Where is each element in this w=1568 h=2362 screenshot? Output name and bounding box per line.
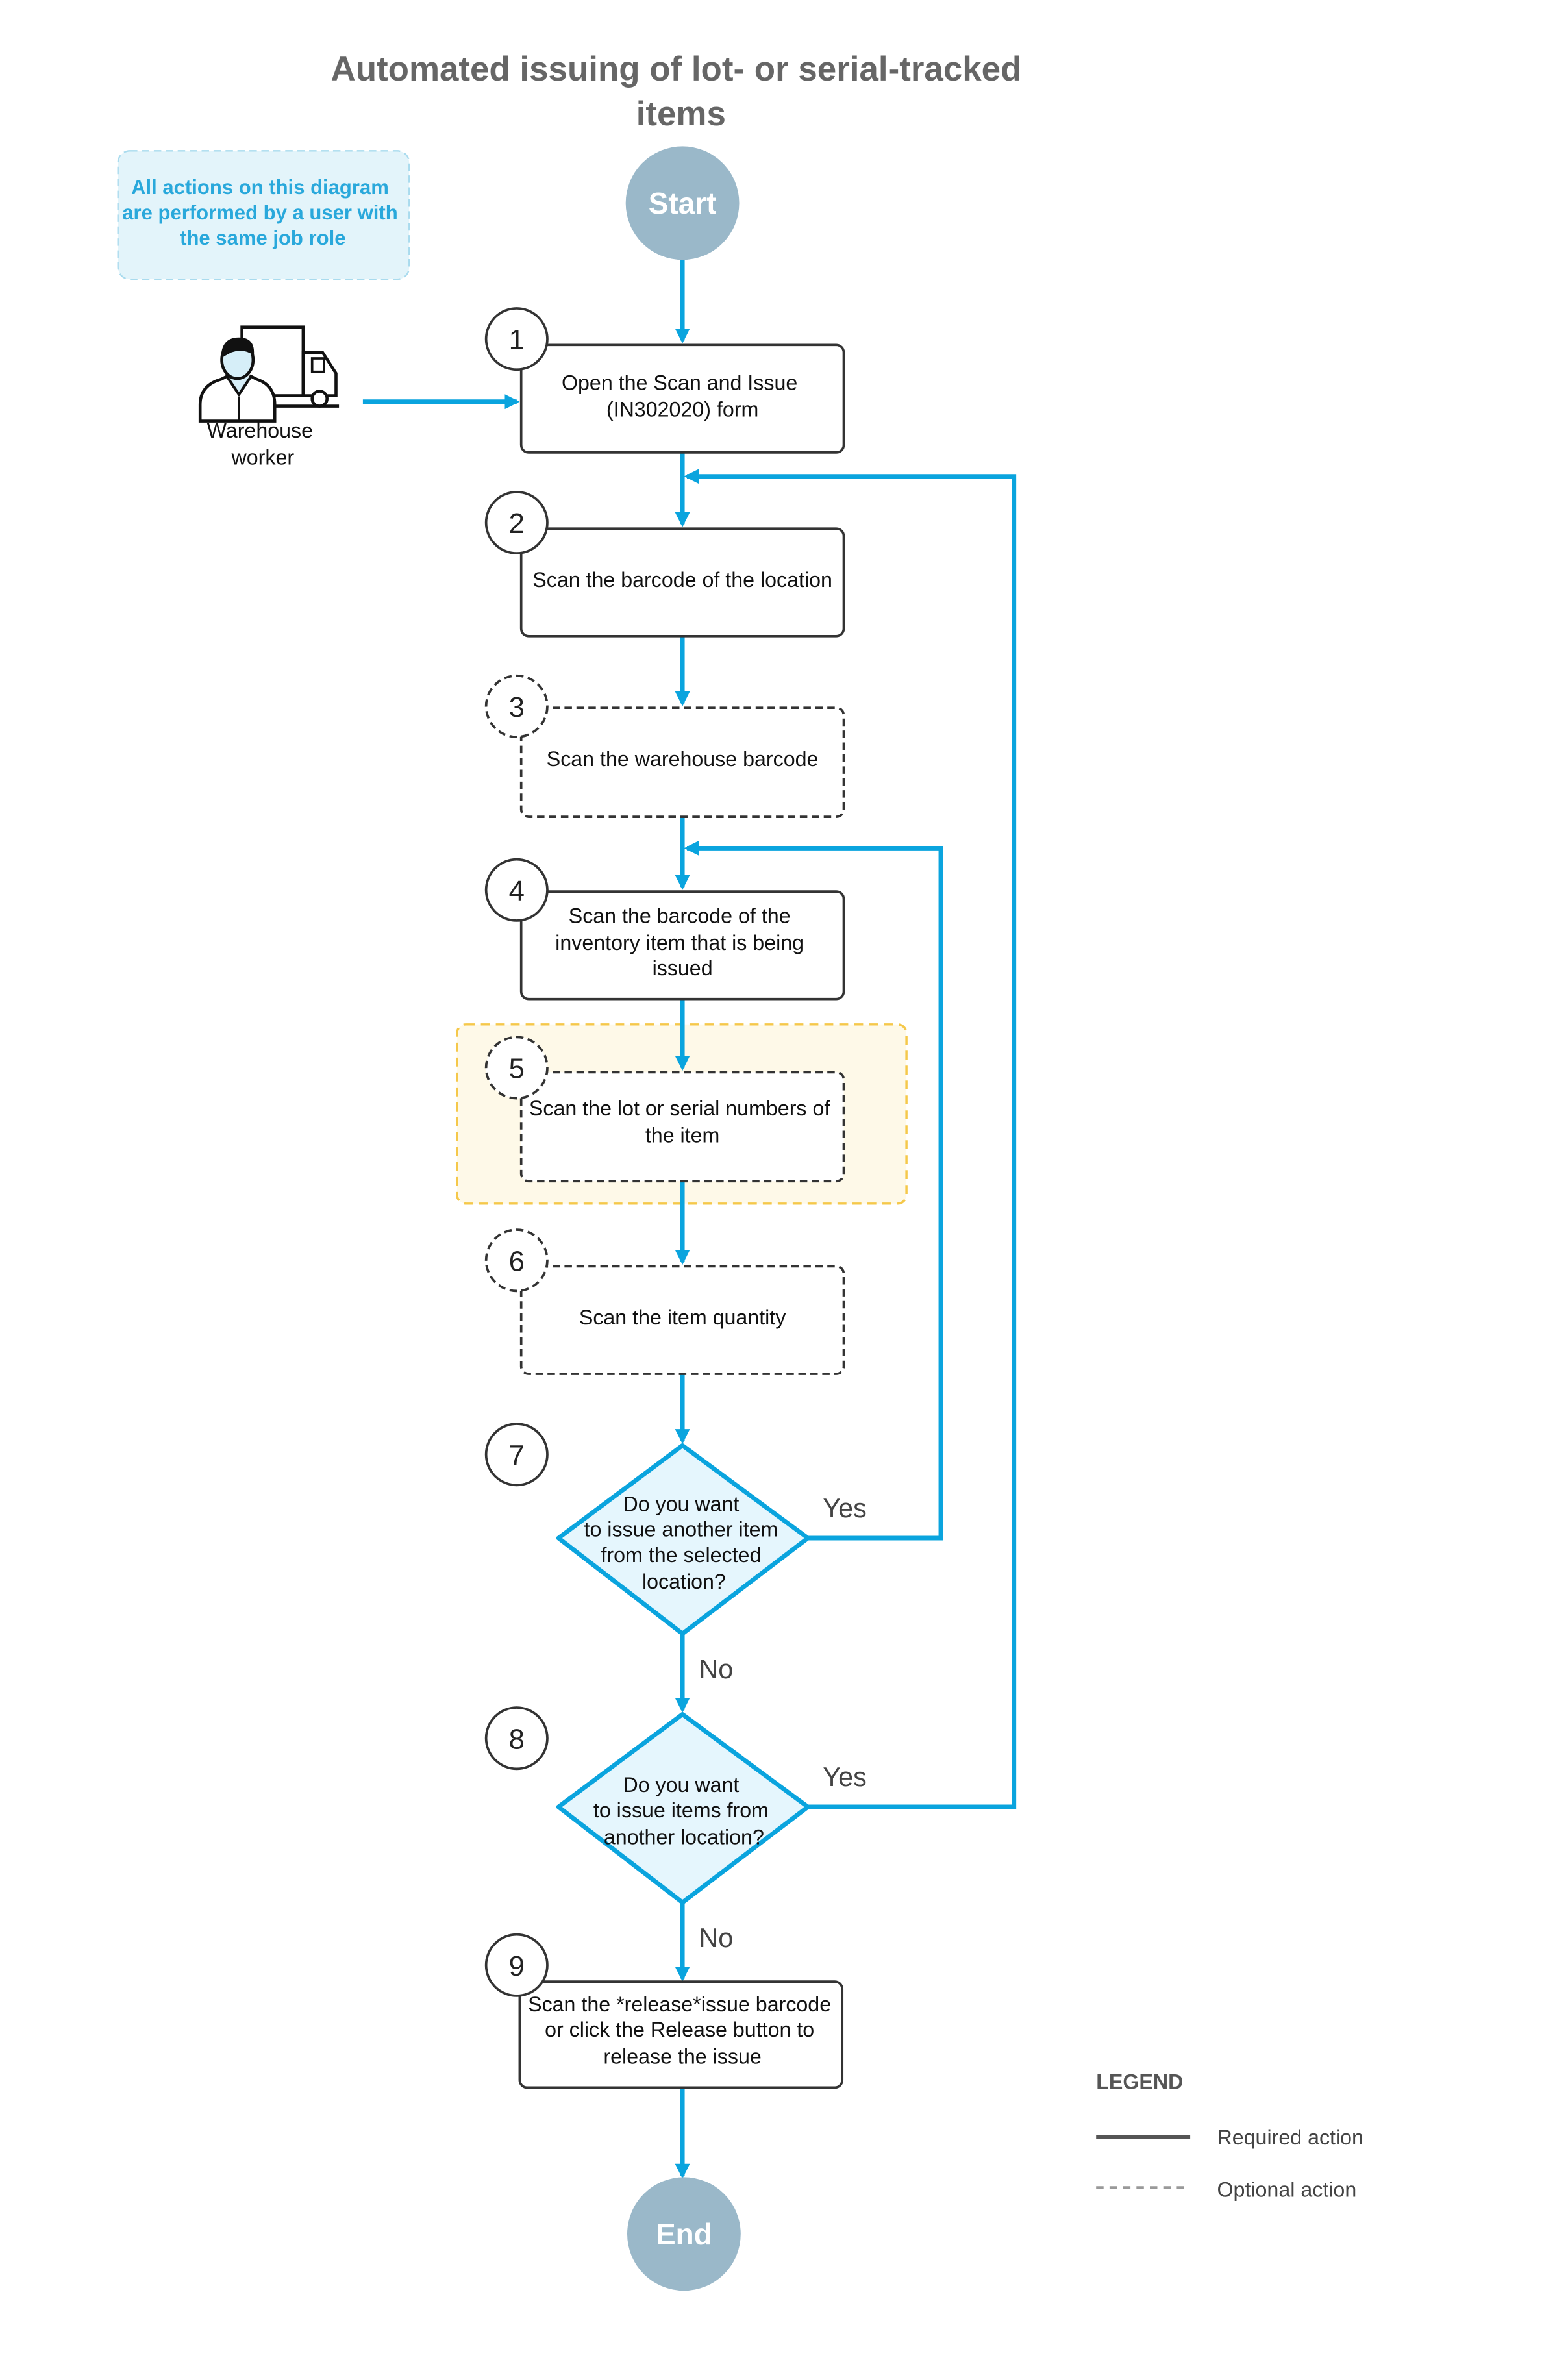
step-9-text: or click the Release button to bbox=[545, 2018, 814, 2041]
start-terminal: Start bbox=[625, 146, 740, 260]
legend-optional-label: Optional action bbox=[1217, 2178, 1357, 2201]
role-note-line: the same job role bbox=[180, 227, 345, 249]
step-4: Scan the barcode of the inventory item t… bbox=[484, 858, 845, 1001]
svg-text:All actions on this diagram: All actions on this diagram are performe… bbox=[122, 176, 403, 249]
svg-text:Do you want to issue ano: Do you want to issue another item from t… bbox=[584, 1493, 784, 1594]
step-6-number: 6 bbox=[509, 1245, 525, 1277]
start-label: Start bbox=[649, 186, 717, 220]
decision-7-text: Do you want bbox=[623, 1493, 739, 1516]
decision-7-yes-label: Yes bbox=[823, 1493, 867, 1523]
step-9-number: 9 bbox=[509, 1950, 525, 1982]
decision-8-yes-label: Yes bbox=[823, 1762, 867, 1792]
step-4-text: inventory item that is being bbox=[555, 931, 804, 954]
svg-text:Do you want to issue ite: Do you want to issue items from another … bbox=[593, 1773, 775, 1849]
legend-title: LEGEND bbox=[1096, 2070, 1183, 2094]
decision-7-text: to issue another item bbox=[584, 1518, 778, 1541]
svg-text:Scan the barcode of the: Scan the barcode of the inventory item t… bbox=[555, 904, 810, 979]
actor-label-line: Warehouse bbox=[207, 419, 313, 442]
step-6-text: Scan the item quantity bbox=[579, 1306, 786, 1329]
step-5-text: Scan the lot or serial numbers of bbox=[529, 1097, 830, 1120]
step-2-text: Scan the barcode of the location bbox=[532, 568, 832, 591]
svg-text:Open the Scan and Issue: Open the Scan and Issue (IN302020) form bbox=[562, 371, 803, 421]
step-1: Open the Scan and Issue (IN302020) form … bbox=[484, 307, 845, 454]
step-3-number: 3 bbox=[509, 691, 525, 723]
step-3: Scan the warehouse barcode 3 bbox=[484, 674, 845, 818]
step-6: Scan the item quantity 6 bbox=[484, 1228, 845, 1375]
role-note: All actions on this diagram are performe… bbox=[117, 150, 410, 280]
step-9: Scan the *release*issue barcode or click… bbox=[484, 1933, 844, 2089]
step-1-text: (IN302020) form bbox=[606, 398, 758, 421]
decision-7: Do you want to issue another item from t… bbox=[484, 1423, 867, 1684]
decision-8-text: another location? bbox=[604, 1826, 764, 1849]
step-1-text: Open the Scan and Issue bbox=[562, 371, 797, 394]
svg-text:Scan the item quantity: Scan the item quantity bbox=[579, 1306, 786, 1329]
decision-7-number: 7 bbox=[509, 1439, 525, 1471]
svg-text:Scan the lot or serial numbers: Scan the lot or serial numbers of the it… bbox=[529, 1097, 836, 1147]
step-9-text: Scan the *release*issue barcode bbox=[528, 1993, 831, 2016]
step-5: Scan the lot or serial numbers of the it… bbox=[484, 1036, 845, 1183]
warehouse-worker-truck-icon bbox=[198, 325, 340, 423]
decision-7-text: from the selected bbox=[601, 1543, 761, 1567]
diagram-title-line: Automated issuing of lot- or serial-trac… bbox=[331, 50, 1022, 88]
legend: LEGEND Required action Optional action bbox=[1096, 2070, 1363, 2202]
decision-8-text: to issue items from bbox=[593, 1798, 769, 1822]
svg-text:Scan the warehouse barcode: Scan the warehouse barcode bbox=[547, 747, 819, 771]
legend-required-label: Required action bbox=[1217, 2126, 1363, 2149]
step-5-text: the item bbox=[645, 1124, 720, 1147]
actor-label: Warehouse worker bbox=[207, 419, 319, 469]
step-2-number: 2 bbox=[509, 508, 525, 540]
role-note-line: are performed by a user with bbox=[122, 201, 397, 224]
flow-connectors bbox=[362, 260, 1017, 2179]
step-3-text: Scan the warehouse barcode bbox=[547, 747, 819, 771]
step-9-text: release the issue bbox=[603, 2045, 761, 2069]
step-4-text: Scan the barcode of the bbox=[569, 904, 791, 927]
step-4-number: 4 bbox=[509, 875, 525, 907]
end-label: End bbox=[656, 2217, 712, 2251]
decision-8-no-label: No bbox=[699, 1923, 733, 1953]
decision-8-number: 8 bbox=[509, 1723, 525, 1755]
decision-7-no-label: No bbox=[699, 1654, 733, 1684]
svg-text:Scan the *release*issue barcod: Scan the *release*issue barcode or click… bbox=[528, 1993, 837, 2069]
svg-text:Scan the barcode of the locati: Scan the barcode of the location bbox=[532, 568, 832, 591]
diagram-title-line: items bbox=[636, 95, 726, 133]
step-1-number: 1 bbox=[509, 324, 525, 356]
decision-8: Do you want to issue items from another … bbox=[484, 1706, 867, 1953]
role-note-line: All actions on this diagram bbox=[131, 176, 389, 199]
decision-7-text: location? bbox=[642, 1570, 726, 1593]
end-terminal: End bbox=[627, 2177, 741, 2291]
step-5-number: 5 bbox=[509, 1053, 525, 1085]
step-4-text: issued bbox=[653, 956, 713, 980]
loop-7-yes bbox=[684, 840, 943, 1541]
loop-8-yes bbox=[684, 469, 1017, 1809]
diagram-title: Automated issuing of lot- or serial-trac… bbox=[331, 50, 1032, 133]
decision-8-text: Do you want bbox=[623, 1773, 739, 1796]
step-2: Scan the barcode of the location 2 bbox=[484, 491, 845, 638]
actor-label-line: worker bbox=[231, 445, 295, 469]
